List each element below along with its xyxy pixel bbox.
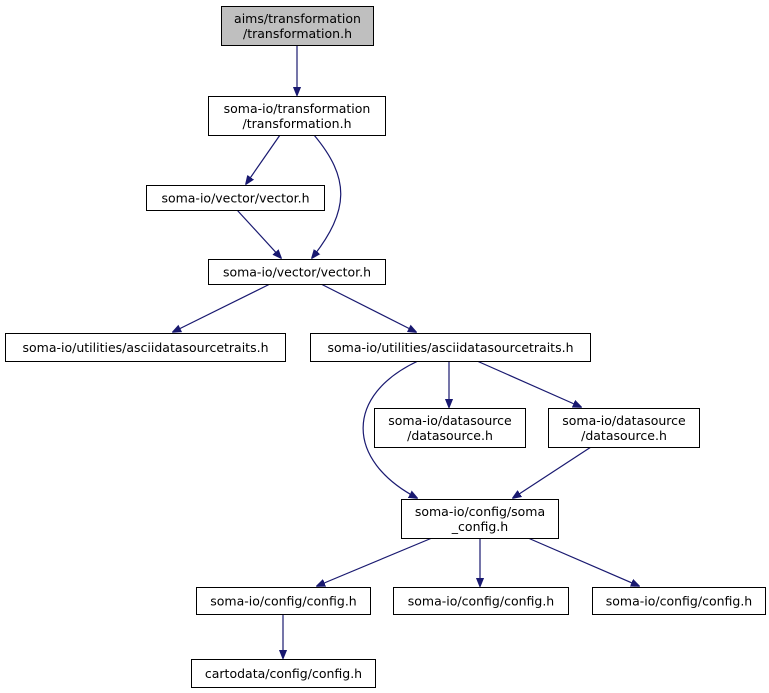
node-label: /transformation.h [243,26,352,41]
graph-node[interactable]: soma-io/vector/vector.h [208,259,386,285]
arrow-line [513,446,592,498]
dependency-arrow [476,360,581,407]
node-box [208,96,386,136]
node-box [208,259,386,285]
graph-node[interactable]: soma-io/datasource/datasource.h [548,408,700,448]
graph-node[interactable]: soma-io/datasource/datasource.h [374,408,526,448]
graph-node[interactable]: soma-io/config/config.h [592,587,766,615]
arrow-line [527,537,639,586]
graph-node[interactable]: soma-io/transformation/transformation.h [208,96,386,136]
arrow-line [312,134,342,258]
node-label: soma-io/vector/vector.h [161,191,309,206]
node-label: soma-io/utilities/asciidatasourcetraits.… [22,340,268,355]
node-label: soma-io/config/config.h [606,594,752,609]
node-layer: aims/transformation/transformation.hsoma… [5,6,766,688]
graph-node[interactable]: soma-io/vector/vector.h [146,185,325,211]
node-label: _config.h [451,519,508,534]
graph-node[interactable]: soma-io/utilities/asciidatasourcetraits.… [5,333,286,362]
node-label: soma-io/utilities/asciidatasourcetraits.… [327,340,573,355]
arrow-line [246,134,281,184]
edge-layer [173,45,639,658]
graph-node[interactable]: soma-io/config/soma_config.h [401,499,559,539]
node-label: soma-io/vector/vector.h [223,265,371,280]
graph-node-root: aims/transformation/transformation.h [221,6,374,46]
dependency-arrow [246,134,281,184]
arrow-line [236,209,281,258]
node-label: soma-io/config/config.h [408,594,554,609]
graph-node[interactable]: soma-io/utilities/asciidatasourcetraits.… [310,333,591,362]
node-box [5,333,286,362]
node-box [401,499,559,539]
node-label: cartodata/config/config.h [205,666,362,681]
dependency-arrow [312,134,342,258]
arrow-line [317,537,433,586]
graph-node[interactable]: cartodata/config/config.h [191,659,376,688]
node-box [146,185,325,211]
arrow-line [320,283,416,332]
dependency-arrow [236,209,281,258]
node-box [374,408,526,448]
node-label: soma-io/config/soma [415,504,545,519]
node-label: aims/transformation [234,11,361,26]
arrow-line [476,360,581,407]
node-box [393,587,569,615]
arrow-line [173,283,271,332]
dependency-arrow [513,446,592,498]
node-box [191,659,376,688]
arrow-line [362,360,418,498]
graph-node[interactable]: soma-io/config/config.h [196,587,371,615]
node-box [196,587,371,615]
node-label: soma-io/datasource [562,413,686,428]
dependency-arrow [320,283,416,332]
node-label: /datasource.h [407,428,493,443]
graph-node[interactable]: soma-io/config/config.h [393,587,569,615]
node-label: soma-io/datasource [388,413,512,428]
dependency-arrow [317,537,433,586]
node-box [548,408,700,448]
node-label: /datasource.h [581,428,667,443]
node-box [221,6,374,46]
node-label: soma-io/config/config.h [210,594,356,609]
node-label: soma-io/transformation [224,101,371,116]
dependency-arrow [527,537,639,586]
node-box [592,587,766,615]
node-box [310,333,591,362]
dependency-arrow [362,360,418,498]
dependency-arrow [173,283,271,332]
node-label: /transformation.h [243,116,352,131]
